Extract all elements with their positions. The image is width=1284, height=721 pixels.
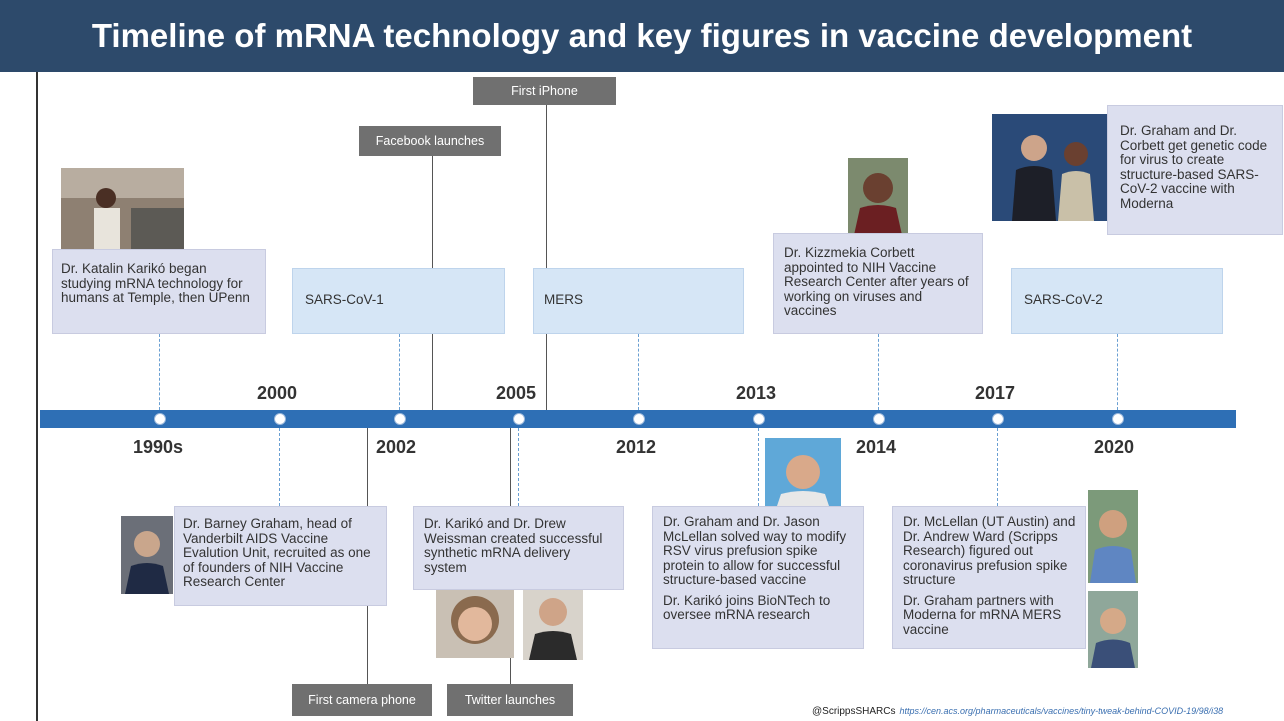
timeline-dot-2002 bbox=[394, 413, 406, 425]
ward-portrait bbox=[1088, 591, 1138, 668]
connector-1990s bbox=[159, 334, 160, 410]
outbreak-sars2: SARS-CoV-2 bbox=[1011, 268, 1223, 334]
event-graham-2000: Dr. Barney Graham, head of Vanderbilt AI… bbox=[174, 506, 387, 606]
event-kariko-1990s-text: Dr. Katalin Karikó began studying mRNA t… bbox=[61, 261, 250, 305]
twitter-label: Twitter launches bbox=[447, 684, 573, 716]
event-kariko-biontech-text: Dr. Karikó joins BioNTech to oversee mRN… bbox=[663, 592, 831, 622]
first-iphone-label: First iPhone bbox=[473, 77, 616, 105]
year-label-2012: 2012 bbox=[616, 437, 657, 457]
connector-2000 bbox=[279, 428, 280, 506]
mclellan-portrait-2017 bbox=[1088, 490, 1138, 583]
graham-portrait bbox=[121, 516, 173, 594]
outbreak-mers: MERS bbox=[533, 268, 744, 334]
weissman-portrait bbox=[523, 582, 583, 660]
event-mclellan-ward-2017: Dr. McLellan (UT Austin) and Dr. Andrew … bbox=[892, 506, 1086, 649]
event-corbett-2014-text: Dr. Kizzmekia Corbett appointed to NIH V… bbox=[784, 245, 969, 318]
outbreak-mers-label: MERS bbox=[544, 292, 584, 307]
timeline-dot-2014 bbox=[873, 413, 885, 425]
timeline-dot-2020 bbox=[1112, 413, 1124, 425]
event-corbett-2014: Dr. Kizzmekia Corbett appointed to NIH V… bbox=[773, 233, 983, 334]
connector-2005 bbox=[518, 428, 519, 506]
mclellan-portrait-2013 bbox=[765, 438, 841, 512]
credit-url[interactable]: https://cen.acs.org/pharmaceuticals/vacc… bbox=[899, 706, 1224, 716]
graham-corbett-photo bbox=[992, 114, 1116, 221]
event-graham-mclellan-2013-text: Dr. Graham and Dr. Jason McLellan solved… bbox=[663, 514, 847, 587]
timeline-dot-2017 bbox=[992, 413, 1004, 425]
year-label-2013: 2013 bbox=[736, 383, 777, 403]
outbreak-sars1: SARS-CoV-1 bbox=[292, 268, 505, 334]
connector-2012 bbox=[638, 334, 639, 410]
connector-2014 bbox=[878, 334, 879, 410]
year-label-2014: 2014 bbox=[856, 437, 897, 457]
event-kariko-weissman-2005-text: Dr. Karikó and Dr. Drew Weissman created… bbox=[424, 516, 603, 575]
event-graham-corbett-2020: Dr. Graham and Dr. Corbett get genetic c… bbox=[1107, 105, 1283, 235]
camera-phone-label: First camera phone bbox=[292, 684, 432, 716]
event-kariko-weissman-2005: Dr. Karikó and Dr. Drew Weissman created… bbox=[413, 506, 624, 590]
event-graham-mclellan-2013: Dr. Graham and Dr. Jason McLellan solved… bbox=[652, 506, 864, 649]
timeline-dot-2012 bbox=[633, 413, 645, 425]
event-graham-moderna-text: Dr. Graham partners with Moderna for mRN… bbox=[903, 592, 1062, 637]
outbreak-sars1-label: SARS-CoV-1 bbox=[305, 292, 384, 307]
timeline-dot-1990s bbox=[154, 413, 166, 425]
connector-2013 bbox=[758, 428, 759, 506]
kariko-lab-photo bbox=[61, 168, 184, 252]
outbreak-sars2-label: SARS-CoV-2 bbox=[1024, 292, 1103, 307]
corbett-portrait bbox=[848, 158, 908, 235]
connector-2002 bbox=[399, 334, 400, 410]
year-label-2002: 2002 bbox=[376, 437, 417, 457]
connector-2020 bbox=[1117, 334, 1118, 410]
kariko-portrait bbox=[436, 582, 514, 658]
timeline-dot-2005 bbox=[513, 413, 525, 425]
facebook-label: Facebook launches bbox=[359, 126, 501, 156]
connector-2017 bbox=[997, 428, 998, 506]
page-title: Timeline of mRNA technology and key figu… bbox=[0, 0, 1284, 72]
timeline-dot-2013 bbox=[753, 413, 765, 425]
timeline-dot-2000 bbox=[274, 413, 286, 425]
year-label-1990s: 1990s bbox=[133, 437, 184, 457]
year-label-2017: 2017 bbox=[975, 383, 1016, 403]
credit-handle: @ScrippsSHARCs bbox=[812, 706, 896, 717]
first-iphone-line bbox=[546, 105, 547, 410]
event-kariko-1990s: Dr. Katalin Karikó began studying mRNA t… bbox=[52, 249, 266, 334]
year-label-2000: 2000 bbox=[257, 383, 298, 403]
event-graham-2000-text: Dr. Barney Graham, head of Vanderbilt AI… bbox=[183, 516, 371, 589]
event-mclellan-ward-2017-text: Dr. McLellan (UT Austin) and Dr. Andrew … bbox=[903, 514, 1076, 587]
year-label-2020: 2020 bbox=[1094, 437, 1135, 457]
left-border bbox=[36, 72, 38, 721]
year-label-2005: 2005 bbox=[496, 383, 537, 403]
event-graham-corbett-2020-text: Dr. Graham and Dr. Corbett get genetic c… bbox=[1120, 123, 1268, 211]
